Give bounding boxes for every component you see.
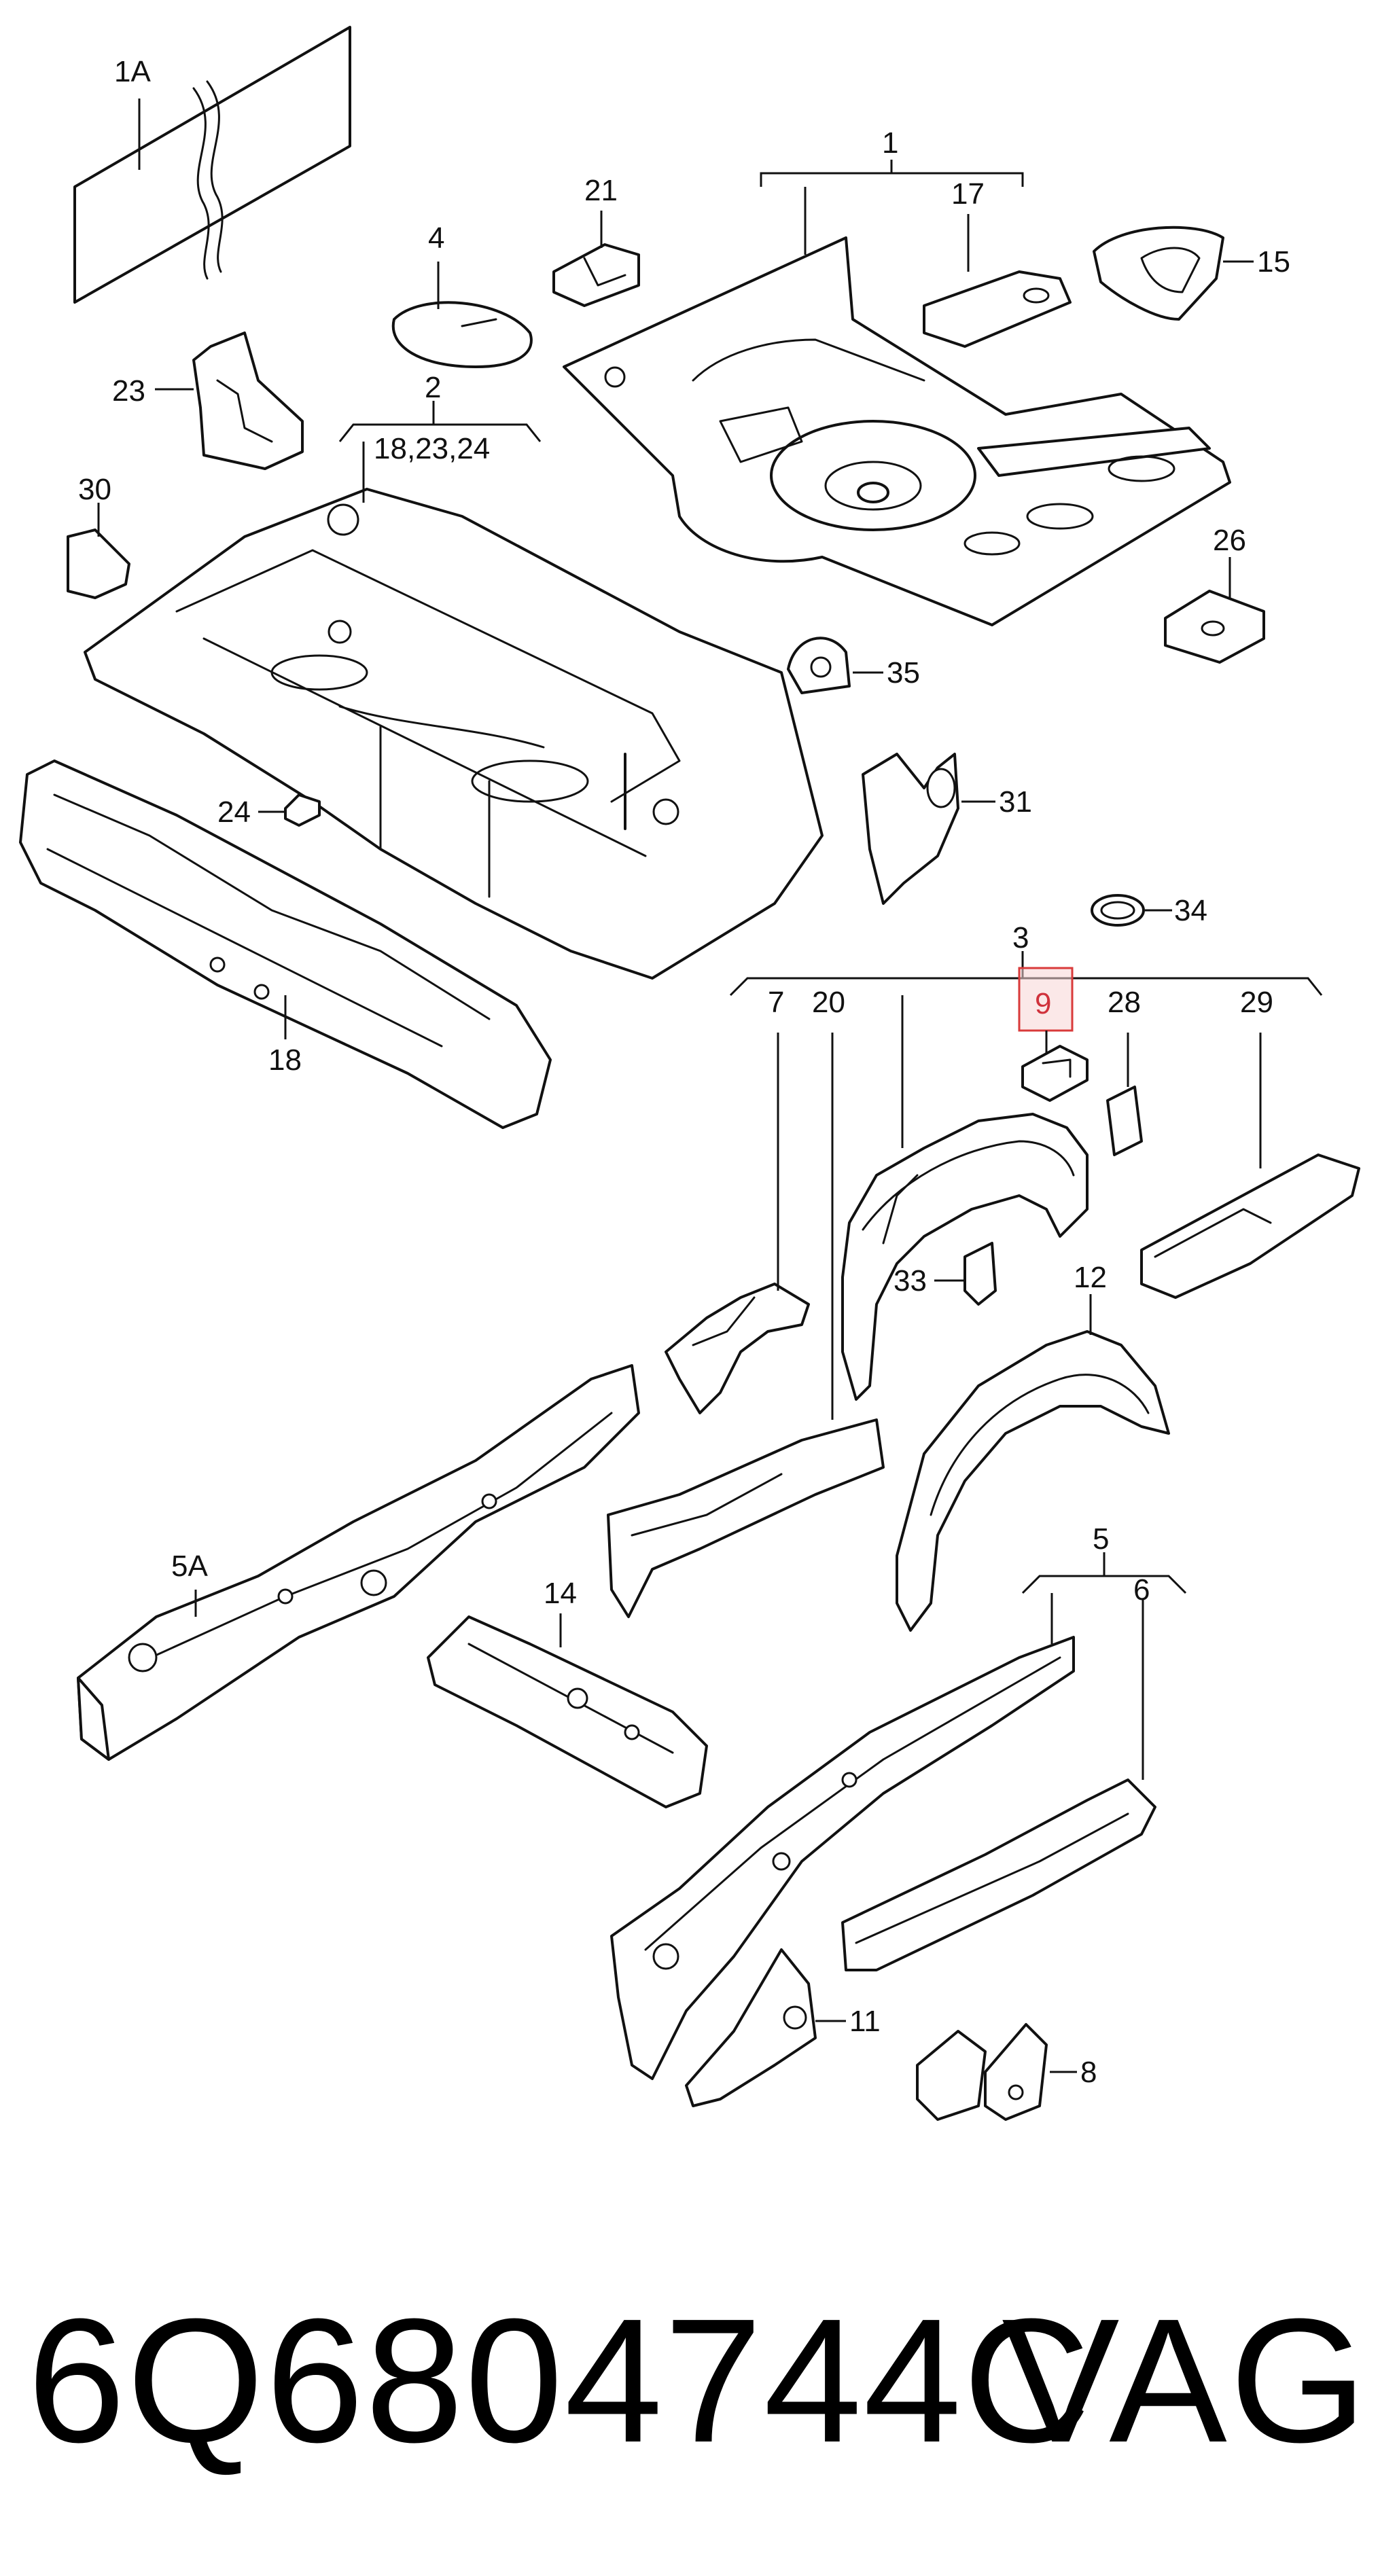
callout-26: 26	[1213, 524, 1246, 557]
part-number-text: 6Q6804744C	[27, 2283, 1092, 2480]
part-23-bracket: 23	[112, 332, 304, 470]
callout-34: 34	[1174, 894, 1207, 927]
part-35-mount: 35	[787, 637, 920, 694]
callout-1a: 1A	[114, 55, 151, 88]
part-3-wheelhouse-group: 3 7 20 9 28 29	[607, 921, 1360, 1618]
callout-33: 33	[894, 1264, 927, 1298]
callout-20: 20	[812, 986, 845, 1019]
callout-21: 21	[584, 174, 618, 207]
part-9-bracket	[1021, 1045, 1089, 1102]
part-31-strut-bracket: 31	[862, 753, 1032, 905]
callout-3: 3	[1012, 921, 1029, 954]
callout-28: 28	[1108, 986, 1141, 1019]
callout-4: 4	[428, 221, 444, 255]
callout-18: 18	[268, 1043, 302, 1077]
callout-31: 31	[999, 785, 1032, 819]
callout-5a: 5A	[171, 1550, 208, 1583]
part-34-grommet: 34	[1091, 894, 1207, 927]
callout-9: 9	[1035, 987, 1051, 1020]
part-1a-label-sheet: 1A	[73, 26, 351, 304]
callout-6: 6	[1133, 1573, 1150, 1607]
callout-5: 5	[1093, 1522, 1109, 1556]
part-15-reinforcement: 15	[1093, 226, 1290, 321]
callout-17: 17	[951, 177, 985, 211]
footer: 6Q6804744C VAG	[27, 2269, 1370, 2493]
part-33-bracket: 33	[894, 1242, 997, 1306]
callout-1: 1	[882, 126, 898, 160]
part-17-bracket: 17	[923, 177, 1072, 348]
part-26-bracket: 26	[1164, 524, 1265, 664]
brand-text: VAG	[1002, 2283, 1370, 2480]
part-14-cross-member: 14	[427, 1577, 708, 1808]
callout-23: 23	[112, 374, 145, 408]
part-4-pad: 4	[391, 221, 533, 368]
part-11-bracket: 11	[685, 1948, 881, 2107]
part-18-side-member: 18	[19, 759, 552, 1129]
part-1-rear-floor-pan: 1	[563, 126, 1231, 626]
part-24-clip: 24	[217, 793, 321, 829]
part-2-floor-assembly: 2 18,23,24	[84, 371, 824, 980]
part-5a-longitudinal-member: 5A	[77, 1364, 640, 1761]
callout-12: 12	[1074, 1261, 1107, 1294]
part-12-outer-wheelhouse: 12	[896, 1261, 1170, 1632]
callout-2-sub: 18,23,24	[374, 432, 490, 465]
callout-15: 15	[1257, 245, 1290, 279]
callout-9-highlight-box	[1018, 967, 1074, 1032]
part-30-bracket: 30	[67, 473, 130, 599]
callout-11: 11	[849, 2005, 881, 2038]
callout-8: 8	[1080, 2056, 1097, 2089]
part-8-brackets: 8	[916, 2023, 1097, 2121]
callout-14: 14	[544, 1577, 577, 1610]
part-21-bracket: 21	[552, 174, 640, 307]
part-5-side-rail-group: 5 6	[610, 1522, 1187, 2080]
callout-35: 35	[887, 656, 920, 690]
callout-24: 24	[217, 795, 251, 829]
callout-7: 7	[768, 986, 784, 1019]
callout-2: 2	[425, 371, 441, 404]
callout-29: 29	[1240, 986, 1273, 1019]
callout-30: 30	[78, 473, 111, 506]
